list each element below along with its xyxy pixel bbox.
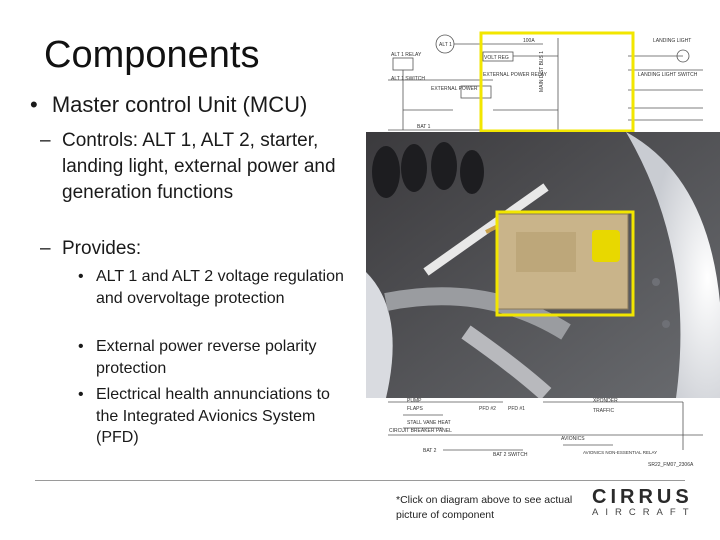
diagram-label-landing-light: LANDING LIGHT (653, 38, 691, 44)
dash-item-provides: – Provides: (40, 236, 342, 262)
sub-item-polarity: • External power reverse polarity protec… (78, 336, 346, 379)
diagram-label-bat2-switch: BAT 2 SWITCH (493, 452, 528, 458)
dash-icon: – (40, 130, 51, 151)
sub-item-voltage-text: ALT 1 and ALT 2 voltage regulation and o… (96, 268, 344, 307)
bullet-dot-icon: • (78, 386, 84, 403)
diagram-label-bat2: BAT 2 (423, 448, 437, 454)
diagram-label-traffic: TRAFFIC (593, 408, 614, 414)
component-photo[interactable] (366, 132, 720, 398)
diagram-label-landing-light-switch: LANDING LIGHT SWITCH (638, 72, 698, 78)
footer-divider (35, 480, 685, 481)
bullet-dot-icon: • (30, 92, 38, 117)
diagram-label-drawing-number: SR22_FM07_2306A (648, 462, 694, 468)
cirrus-logo: CIRRUS AIRCRAFT (592, 486, 692, 518)
dash-item-controls-text: Controls: ALT 1, ALT 2, starter, landing… (62, 130, 336, 203)
diagram-label-ext-power: EXTERNAL POWER (431, 86, 478, 92)
sub-item-health-text: Electrical health annunciations to the I… (96, 386, 330, 446)
diagram-highlight-box (479, 31, 635, 133)
bullet-dot-icon: • (78, 338, 84, 355)
photo-highlight-box (495, 210, 635, 317)
bullet-mcu: • Master control Unit (MCU) (30, 92, 307, 118)
diagram-label-main-bus: MAIN DIST BUS 1 (539, 51, 545, 92)
diagram-label-avionics-relay: AVIONICS NON-ESSENTIAL RELAY (583, 450, 657, 455)
diagram-label-avionics: AVIONICS (561, 436, 585, 442)
diagram-label-alt1-relay: ALT 1 RELAY (391, 52, 422, 58)
diagram-label-alt1-switch: ALT 1 SWITCH (391, 76, 425, 82)
diagram-label-volt-reg: VOLT REG (484, 55, 509, 61)
diagram-label-alt1: ALT 1 (439, 42, 452, 48)
bullet-dot-icon: • (78, 268, 84, 285)
diagram-label-bat1: BAT 1 (417, 124, 431, 130)
dash-item-controls: – Controls: ALT 1, ALT 2, starter, landi… (40, 128, 342, 206)
sub-item-voltage: • ALT 1 and ALT 2 voltage regulation and… (78, 266, 346, 309)
sub-item-health: • Electrical health annunciations to the… (78, 384, 346, 449)
dash-item-provides-text: Provides: (62, 238, 142, 259)
slide-title: Components (44, 34, 260, 76)
diagram-label-xponder: XPONDER (593, 398, 618, 404)
diagram-label-100a: 100A (523, 38, 535, 44)
diagram-label-ext-power-relay: EXTERNAL POWER RELAY (483, 72, 548, 78)
wiring-diagram[interactable]: ALT 1 ALT 1 RELAY ALT 1 SWITCH VOLT REG … (383, 30, 713, 470)
bullet-mcu-text: Master control Unit (MCU) (51, 92, 308, 117)
diagram-label-flaps: FLAPS (407, 406, 424, 412)
logo-main-text: CIRRUS (592, 486, 693, 508)
diagram-label-stall-vane: STALL VANE HEAT (407, 420, 451, 426)
diagram-label-pfd2: PFD #2 (479, 406, 496, 412)
diagram-label-cb-panel: CIRCUIT BREAKER PANEL (389, 428, 452, 434)
footnote: *Click on diagram above to see actual pi… (396, 494, 573, 521)
logo-sub-text: AIRCRAFT (592, 507, 696, 518)
diagram-label-pump: PUMP (407, 398, 422, 404)
sub-item-polarity-text: External power reverse polarity protecti… (96, 338, 317, 377)
dash-icon: – (40, 238, 51, 259)
diagram-label-pfd1: PFD #1 (508, 406, 525, 412)
